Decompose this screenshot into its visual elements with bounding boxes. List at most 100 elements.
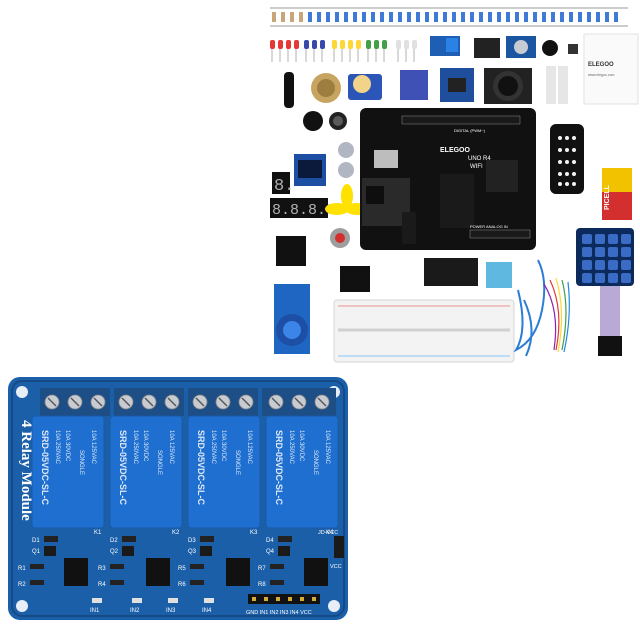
- svg-text:R4: R4: [98, 582, 106, 588]
- svg-text:10A 125VAC: 10A 125VAC: [90, 430, 96, 465]
- segment-display-four: 8.8.8.8.: [270, 198, 344, 219]
- ir-remote: [550, 124, 584, 194]
- jumper-wires: [543, 277, 570, 353]
- sound-sensor: [340, 266, 370, 292]
- svg-text:K1: K1: [94, 530, 102, 536]
- svg-text:R7: R7: [258, 566, 266, 572]
- svg-text:R6: R6: [178, 582, 186, 588]
- capacitor: [303, 111, 323, 131]
- ir-receiver-module: [276, 236, 306, 266]
- svg-text:10A 250VAC: 10A 250VAC: [54, 430, 60, 465]
- screw-terminals: [40, 388, 336, 416]
- tilt-sensor: [284, 72, 294, 108]
- svg-text:SRD-05VDC-SL-C: SRD-05VDC-SL-C: [196, 430, 206, 506]
- svg-text:IN3: IN3: [166, 608, 176, 614]
- svg-text:D4: D4: [266, 538, 274, 544]
- channel-leds: [92, 598, 214, 603]
- svg-text:Q2: Q2: [110, 549, 119, 555]
- svg-text:10A 125VAC: 10A 125VAC: [168, 430, 174, 465]
- svg-text:SRD-05VDC-SL-C: SRD-05VDC-SL-C: [118, 430, 128, 506]
- segment-display-single: 8.: [272, 172, 294, 196]
- svg-text:IN2: IN2: [130, 608, 140, 614]
- svg-text:DIGITAL (PWM~): DIGITAL (PWM~): [454, 128, 486, 133]
- svg-text:R8: R8: [258, 582, 266, 588]
- usb-cable: [513, 259, 546, 357]
- dht-sensor: [486, 262, 512, 288]
- board-model: UNO R4: [468, 156, 491, 162]
- relay-module: 4 Relay Module SRD-05VDC-SL-C 10A 250VAC…: [8, 377, 348, 620]
- svg-text:R1: R1: [18, 566, 26, 572]
- relay-module-title: 4 Relay Module: [18, 420, 34, 521]
- dc-motor: [330, 228, 350, 248]
- svg-text:JD-VCC: JD-VCC: [318, 530, 338, 536]
- svg-text:R2: R2: [18, 582, 26, 588]
- svg-text:10A 30VDC: 10A 30VDC: [142, 430, 148, 462]
- svg-text:10A 250VAC: 10A 250VAC: [132, 430, 138, 465]
- svg-text:K4: K4: [326, 530, 334, 536]
- svg-text:8.: 8.: [274, 177, 294, 196]
- svg-text:IN1: IN1: [90, 608, 100, 614]
- svg-text:GND IN1 IN2 IN3 IN4 VCC: GND IN1 IN2 IN3 IN4 VCC: [246, 610, 312, 616]
- svg-text:Q4: Q4: [266, 549, 275, 555]
- buzzer: [542, 40, 558, 56]
- mpu-module: [400, 70, 428, 100]
- led-row: [270, 40, 417, 62]
- input-pin-header: GND IN1 IN2 IN3 IN4 VCC: [246, 594, 320, 616]
- svg-text:8.8.8.8.: 8.8.8.8.: [272, 202, 344, 219]
- kit-brand: ELEGOO: [588, 62, 614, 68]
- resistors: [272, 12, 618, 22]
- smd-resistors: [30, 564, 284, 585]
- svg-text:IN4: IN4: [202, 608, 212, 614]
- resistor-strip: [270, 7, 628, 27]
- svg-text:10A 250VAC: 10A 250VAC: [288, 430, 294, 465]
- joystick-module: [484, 68, 532, 104]
- svg-text:POWER ANALOG IN: POWER ANALOG IN: [470, 224, 508, 229]
- svg-text:SONGLE: SONGLE: [78, 450, 84, 475]
- jd-vcc-jumper: JD-VCC VCC: [318, 530, 344, 570]
- relay-2: SRD-05VDC-SL-C 10A 250VAC 10A 30VDC SONG…: [109, 415, 183, 529]
- power-supply-module: [424, 258, 478, 286]
- svg-text:D2: D2: [110, 538, 118, 544]
- svg-text:K3: K3: [250, 530, 258, 536]
- svg-text:SONGLE: SONGLE: [156, 450, 162, 475]
- svg-text:10A 30VDC: 10A 30VDC: [298, 430, 304, 462]
- stepper-motor: [311, 73, 341, 103]
- svg-text:Q1: Q1: [32, 549, 41, 555]
- starter-kit-contents: ELEGOO www.elegoo.com: [270, 7, 639, 363]
- driver-components: [44, 536, 292, 556]
- svg-text:VCC: VCC: [330, 564, 342, 570]
- breadboard: [333, 299, 515, 363]
- board-variant: WIFI: [470, 164, 483, 170]
- svg-text:PICELL: PICELL: [604, 184, 611, 210]
- svg-text:10A 30VDC: 10A 30VDC: [64, 430, 70, 462]
- servo-motor: [348, 74, 382, 100]
- membrane-keypad: [576, 228, 634, 356]
- svg-text:R3: R3: [98, 566, 106, 572]
- photoresistor-pack: [546, 66, 556, 104]
- svg-text:10A 250VAC: 10A 250VAC: [210, 430, 216, 465]
- svg-text:D3: D3: [188, 538, 196, 544]
- svg-text:10A 30VDC: 10A 30VDC: [220, 430, 226, 462]
- optocouplers: [64, 558, 328, 586]
- svg-text:R5: R5: [178, 566, 186, 572]
- svg-text:Q3: Q3: [188, 549, 197, 555]
- svg-text:SONGLE: SONGLE: [234, 450, 240, 475]
- kit-card: ELEGOO www.elegoo.com: [583, 33, 639, 105]
- svg-text:D1: D1: [32, 538, 40, 544]
- water-level-sensor: [274, 284, 310, 354]
- relay-1: SRD-05VDC-SL-C 10A 250VAC 10A 30VDC SONG…: [31, 415, 105, 529]
- kit-url: www.elegoo.com: [588, 73, 615, 77]
- push-button: [568, 44, 578, 54]
- relay-4: SRD-05VDC-SL-C 10A 250VAC 10A 30VDC SONG…: [265, 415, 339, 529]
- potentiometer: [329, 112, 347, 130]
- svg-text:SRD-05VDC-SL-C: SRD-05VDC-SL-C: [274, 430, 284, 506]
- svg-text:SONGLE: SONGLE: [312, 450, 318, 475]
- svg-text:10A 125VAC: 10A 125VAC: [246, 430, 252, 465]
- board-brand: ELEGOO: [440, 147, 471, 154]
- arduino-board: ELEGOO UNO R4 WIFI DIGITAL (PWM~) POWER …: [360, 108, 536, 250]
- svg-text:K2: K2: [172, 530, 180, 536]
- svg-text:SRD-05VDC-SL-C: SRD-05VDC-SL-C: [40, 430, 50, 506]
- svg-text:10A 125VAC: 10A 125VAC: [324, 430, 330, 465]
- slide-switch: [474, 38, 500, 58]
